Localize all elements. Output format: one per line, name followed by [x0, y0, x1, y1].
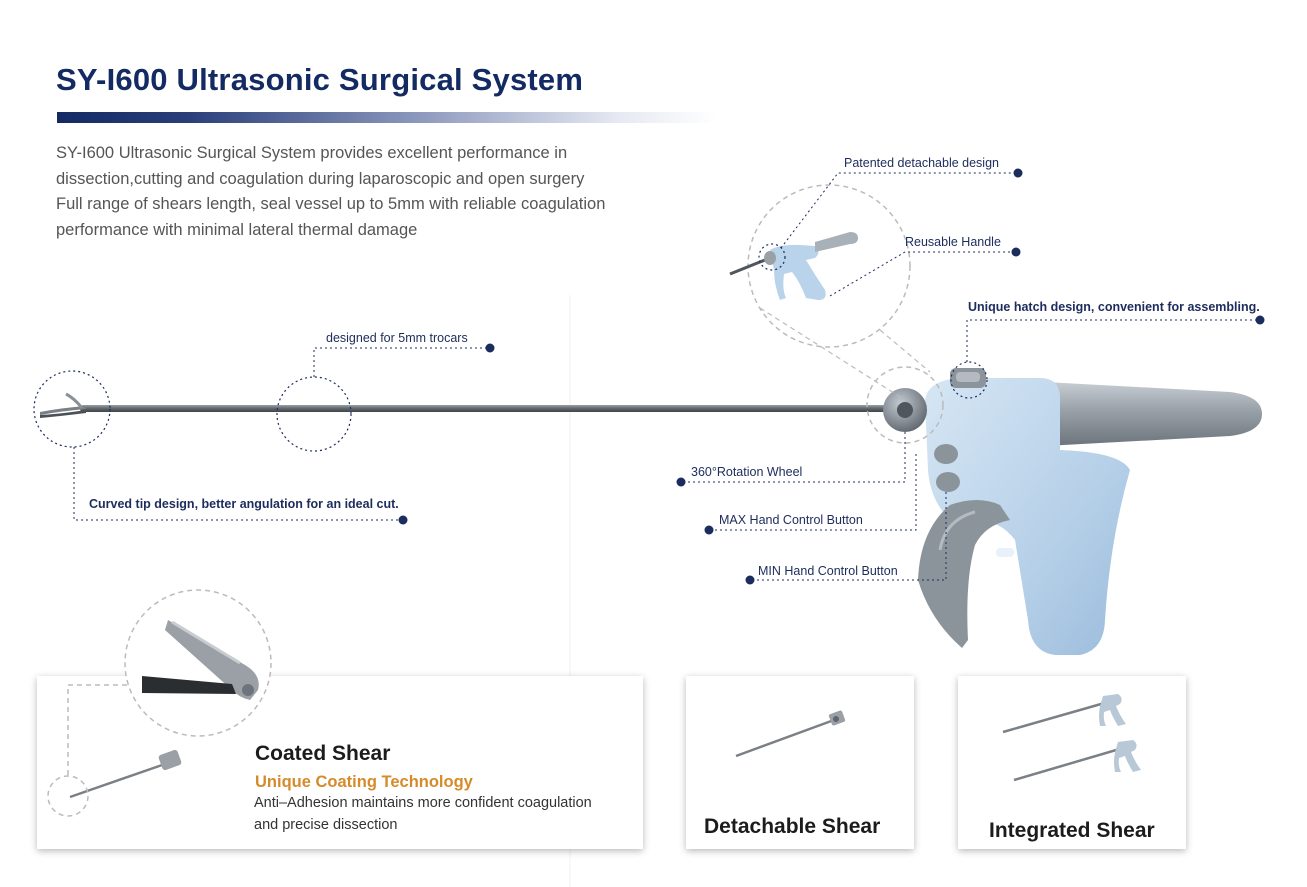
intro-line: SY-I600 Ultrasonic Surgical System provi… — [56, 144, 568, 162]
intro-paragraph: SY-I600 Ultrasonic Surgical System provi… — [56, 141, 676, 243]
coated-shear-shaft — [69, 762, 166, 799]
shaft-highlight-circle — [276, 376, 352, 452]
detachable-shear-card — [686, 676, 914, 849]
hatch-highlight-circle — [950, 361, 988, 399]
page-title: SY-I600 Ultrasonic Surgical System — [56, 62, 584, 97]
callout-rotation-wheel: 360°Rotation Wheel — [691, 465, 803, 479]
knob-highlight-circle — [866, 366, 944, 444]
tip-highlight-circle — [33, 370, 111, 448]
trocar-callout-dot — [485, 343, 495, 353]
curved-tip-callout-dot — [398, 515, 408, 525]
instrument-shaft — [80, 405, 910, 412]
coated-desc-line: and precise dissection — [254, 817, 398, 833]
detachable-shear-illustration — [735, 710, 846, 758]
trigger-lever — [918, 500, 1010, 648]
callout-hatch-design: Unique hatch design, convenient for asse… — [968, 300, 1260, 314]
callout-min-button: MIN Hand Control Button — [758, 564, 898, 578]
integrated-shear-lower — [1013, 740, 1141, 782]
callout-max-button: MAX Hand Control Button — [719, 513, 863, 527]
curved-tip-jaws — [40, 392, 86, 418]
coated-desc-line: Anti–Adhesion maintains more confident c… — [254, 795, 592, 811]
callout-reusable-handle: Reusable Handle — [905, 235, 1001, 249]
coated-jaw-closeup — [142, 620, 259, 700]
coated-tip-zoom-circle — [124, 589, 272, 737]
handle-body — [925, 378, 1130, 655]
coated-shear-description: Anti–Adhesion maintains more confident c… — [254, 792, 644, 836]
coated-shear-tip-circle — [47, 775, 89, 817]
title-underline-bar — [57, 112, 717, 123]
intro-line: dissection,cutting and coagulation durin… — [56, 169, 585, 188]
intro-line: Full range of shears length, seal vessel… — [56, 195, 606, 213]
integrated-shear-illustration — [1002, 694, 1141, 782]
min-button — [936, 472, 960, 492]
callout-patented-design: Patented detachable design — [844, 156, 999, 170]
callout-trocars: designed for 5mm trocars — [326, 331, 468, 345]
callout-curved-tip: Curved tip design, better angulation for… — [89, 497, 399, 511]
max-button — [934, 444, 958, 464]
coated-shear-subtitle: Unique Coating Technology — [255, 773, 473, 791]
integrated-shear-upper — [1002, 694, 1126, 734]
integrated-shear-label: Integrated Shear — [989, 819, 1155, 842]
mini-handpiece — [729, 232, 858, 300]
intro-line: performance with minimal lateral thermal… — [56, 220, 418, 239]
coated-shear-title: Coated Shear — [255, 742, 391, 765]
detachable-shear-label: Detachable Shear — [704, 815, 881, 838]
coated-jaw — [142, 676, 236, 694]
transducer-body — [1045, 382, 1262, 446]
